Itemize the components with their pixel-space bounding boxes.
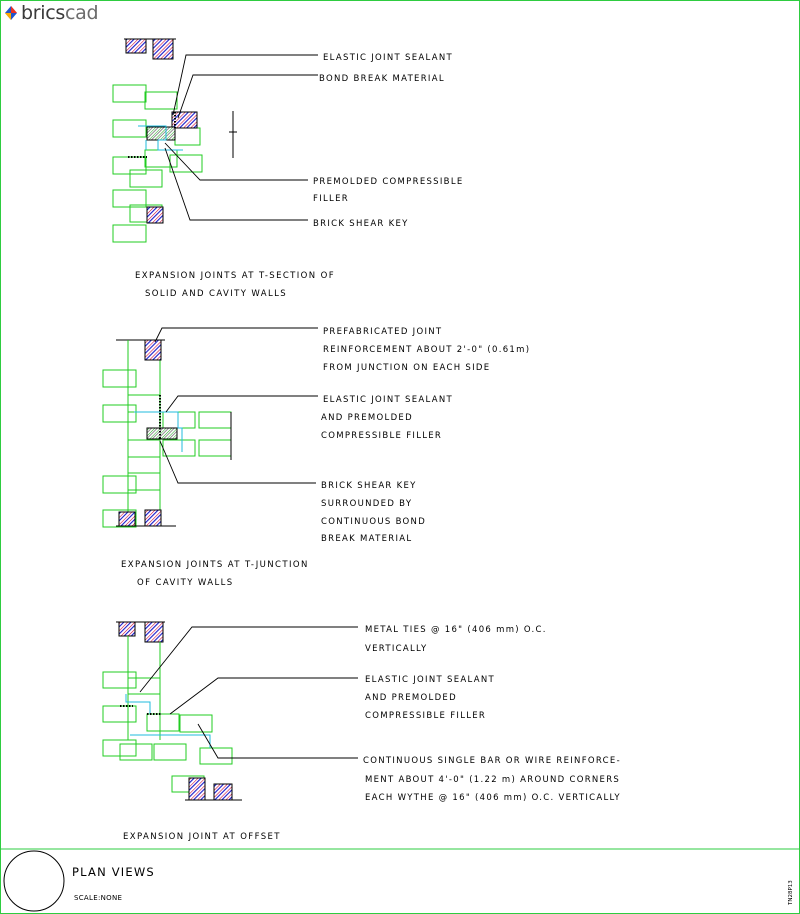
d2-label-prefab: PREFABRICATED JOINT — [323, 327, 442, 337]
d3-label-metal-ties: METAL TIES @ 16" (406 mm) O.C. — [365, 625, 547, 635]
d2-label-elastic-sealant: ELASTIC JOINT SEALANT — [323, 395, 453, 405]
d2-label-from-junction: FROM JUNCTION ON EACH SIDE — [323, 363, 490, 373]
bricscad-logo: bricscad — [4, 2, 99, 24]
brand-name: bricscad — [21, 2, 99, 24]
detail-2-drawing — [102, 339, 232, 528]
drawing-code: TN28P13 — [788, 880, 794, 906]
d1-label-premolded: PREMOLDED COMPRESSIBLE — [313, 177, 464, 187]
d3-label-continuous-bar: CONTINUOUS SINGLE BAR OR WIRE REINFORCE- — [363, 756, 621, 766]
d1-label-filler: FILLER — [313, 194, 349, 204]
d2-label-surrounded: SURROUNDED BY — [321, 499, 412, 509]
detail-3-leaders — [139, 626, 358, 759]
d1-caption-line2: SOLID AND CAVITY WALLS — [145, 289, 287, 299]
d2-label-compressible-filler: COMPRESSIBLE FILLER — [321, 431, 442, 441]
d3-label-ment-about: MENT ABOUT 4'-0" (1.22 m) AROUND CORNERS — [365, 775, 620, 785]
d2-label-reinforcement: REINFORCEMENT ABOUT 2'-0" (0.61m) — [323, 345, 530, 355]
d3-label-vertically: VERTICALLY — [365, 644, 427, 654]
d1-label-elastic-sealant: ELASTIC JOINT SEALANT — [323, 53, 453, 63]
d2-caption-line1: EXPANSION JOINTS AT T-JUNCTION — [121, 560, 309, 570]
d1-caption-line1: EXPANSION JOINTS AT T-SECTION OF — [135, 271, 335, 281]
title-block-title: PLAN VIEWS — [72, 865, 155, 879]
d3-label-elastic-sealant: ELASTIC JOINT SEALANT — [365, 675, 495, 685]
detail-1-drawing — [112, 38, 237, 243]
bricscad-diamond-icon — [5, 6, 17, 20]
detail-2-leaders — [154, 327, 318, 484]
d1-label-shear-key: BRICK SHEAR KEY — [313, 219, 409, 229]
d2-label-break-material: BREAK MATERIAL — [321, 534, 412, 544]
d2-label-and-premolded: AND PREMOLDED — [321, 413, 413, 423]
d2-label-continuous-bond: CONTINUOUS BOND — [321, 517, 426, 527]
d2-caption-line2: OF CAVITY WALLS — [137, 578, 234, 588]
d1-label-bond-break: BOND BREAK MATERIAL — [319, 74, 445, 84]
d3-label-each-wythe: EACH WYTHE @ 16" (406 mm) O.C. VERTICALL… — [365, 793, 621, 803]
d2-label-shear-key: BRICK SHEAR KEY — [321, 481, 417, 491]
detail-1-leaders — [164, 54, 318, 221]
detail-bubble — [3, 850, 65, 912]
d3-label-compressible-filler: COMPRESSIBLE FILLER — [365, 711, 486, 721]
d3-caption: EXPANSION JOINT AT OFFSET — [123, 832, 281, 842]
title-block-scale: SCALE:NONE — [74, 894, 122, 902]
detail-3-drawing — [102, 621, 242, 801]
d3-label-and-premolded: AND PREMOLDED — [365, 693, 457, 703]
